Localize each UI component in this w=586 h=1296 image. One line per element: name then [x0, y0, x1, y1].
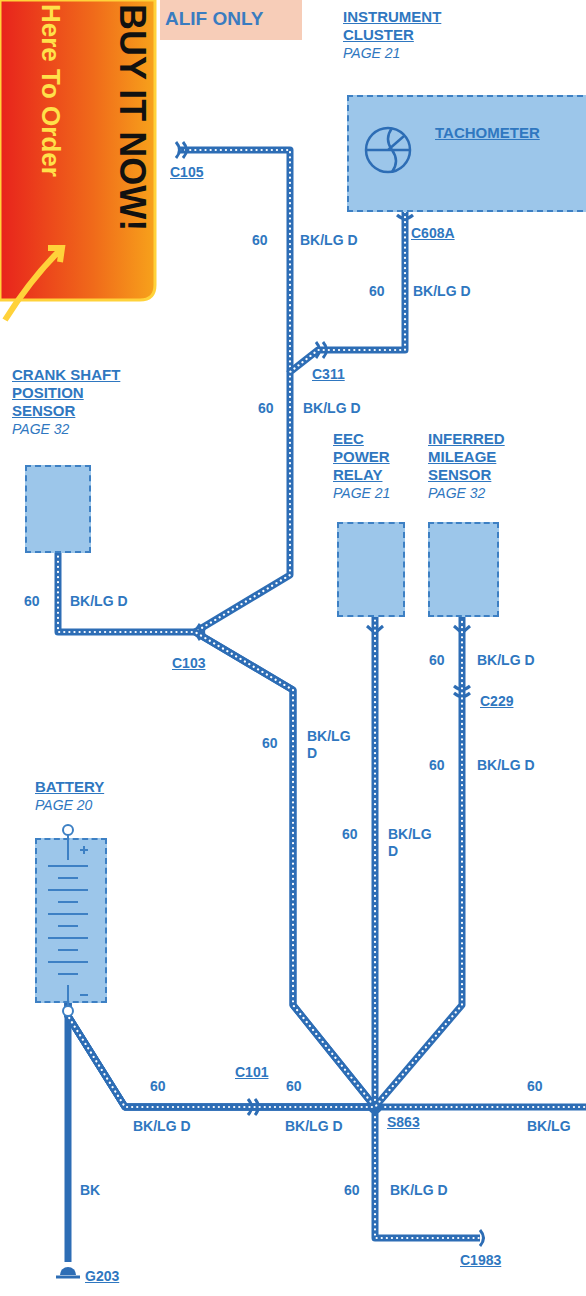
extra-wires: [375, 1107, 480, 1238]
ground-wire: [58, 553, 375, 1107]
connector-symbols: [367, 626, 470, 633]
wire-core: [58, 553, 375, 1107]
wire-core: [68, 617, 375, 1107]
component-body: [347, 95, 586, 212]
wire-dots: [68, 617, 375, 1107]
wire-label: BK/LG D: [70, 593, 128, 610]
extra-wires: [180, 150, 290, 372]
component-name: CRANK SHAFT POSITION SENSOR: [12, 366, 147, 420]
wire-label: G203: [85, 1268, 119, 1285]
component-box: BATTERYPAGE 20: [35, 778, 145, 814]
promo-text: ALIF ONLY: [165, 9, 264, 28]
wire-label: 60: [344, 1182, 360, 1199]
extra-wires: [68, 150, 586, 1262]
wire-dots: [58, 553, 375, 1107]
component-name: EEC POWER RELAY: [333, 430, 403, 484]
wire-label: BK/LG D: [477, 652, 535, 669]
ground-symbol: [60, 1267, 76, 1275]
wire-label: BK: [80, 1182, 100, 1199]
wire-label: BK/LG D: [390, 1182, 448, 1199]
wire-label: 60: [342, 826, 358, 843]
component-box: EEC POWER RELAYPAGE 21: [333, 430, 403, 502]
battery-symbol: [63, 825, 73, 835]
wire-label: 60: [252, 232, 268, 249]
page-ref: PAGE 21: [333, 484, 403, 502]
wire-label: C608A: [411, 225, 455, 242]
wire-label: 60: [286, 1078, 302, 1095]
banner: [0, 0, 302, 320]
extra-wires: [65, 1015, 72, 1262]
wire-label: BK/LG D: [133, 1118, 191, 1135]
component-body: [25, 465, 91, 553]
wire-label: S863: [387, 1114, 420, 1131]
banner-ground: [0, 0, 155, 300]
wire-label: BK/LG: [527, 1118, 571, 1135]
battery-symbol: [63, 1006, 73, 1016]
component-name: INFERRED MILEAGE SENSOR: [428, 430, 538, 484]
banner-arrow: [5, 248, 62, 320]
wire-label: BK/LG D: [303, 400, 361, 417]
wire-label: BK/LG D: [388, 826, 428, 860]
wire-label: BK/LG D: [413, 283, 471, 300]
page-ref: PAGE 32: [428, 484, 538, 502]
extra-wires: [180, 150, 290, 372]
component-body: [428, 522, 499, 617]
promo-text: BUY IT NOW!: [114, 4, 150, 231]
page-ref: PAGE 21: [343, 44, 463, 62]
wire-label: 60: [262, 735, 278, 752]
extra-wires: [375, 1106, 586, 1108]
component-box: INFERRED MILEAGE SENSORPAGE 32: [428, 430, 538, 502]
component-box: INSTRUMENT CLUSTERPAGE 21TACHOMETER: [343, 8, 463, 62]
wire-label: C229: [480, 693, 513, 710]
wire-label: C101: [235, 1064, 268, 1081]
extra-wires: [375, 1107, 480, 1238]
wire-label: BK/LG D: [307, 728, 347, 762]
wire-label: 60: [429, 652, 445, 669]
connector-symbols: [480, 1230, 484, 1246]
connector-symbols: [176, 142, 187, 158]
component-part: TACHOMETER: [435, 124, 540, 142]
extra-wires: [375, 1104, 586, 1111]
component-name: BATTERY: [35, 778, 145, 796]
component-name: INSTRUMENT CLUSTER: [343, 8, 463, 44]
wire-label: C105: [170, 164, 203, 181]
ground-wire: [68, 617, 462, 1107]
promo-text: Here To Order: [38, 4, 64, 177]
component-body: [35, 838, 107, 1003]
wire-label: BK/LG D: [285, 1118, 343, 1135]
wire-label: 60: [429, 757, 445, 774]
ground-wire: [68, 617, 375, 1107]
note-ground: [160, 0, 302, 40]
component-box: CRANK SHAFT POSITION SENSORPAGE 32: [12, 366, 147, 438]
wire-label: BK/LG D: [300, 232, 358, 249]
wire-label: C1983: [460, 1252, 501, 1269]
page-ref: PAGE 32: [12, 420, 147, 438]
wire-label: 60: [258, 400, 274, 417]
page-ref: PAGE 20: [35, 796, 145, 814]
wire-core: [68, 617, 462, 1107]
wire-label: 60: [150, 1078, 166, 1095]
component-body: [337, 522, 405, 617]
wire-label: 60: [24, 593, 40, 610]
wire-label: BK/LG D: [477, 757, 535, 774]
wire-label: C103: [172, 655, 205, 672]
connector-symbols: [176, 142, 484, 1246]
ground-symbol: [56, 1276, 80, 1279]
wire-label: 60: [527, 1078, 543, 1095]
wire-dots: [68, 617, 462, 1107]
wire-label: 60: [369, 283, 385, 300]
ground-symbol: [56, 1267, 80, 1277]
wire-label: C311: [312, 366, 345, 383]
